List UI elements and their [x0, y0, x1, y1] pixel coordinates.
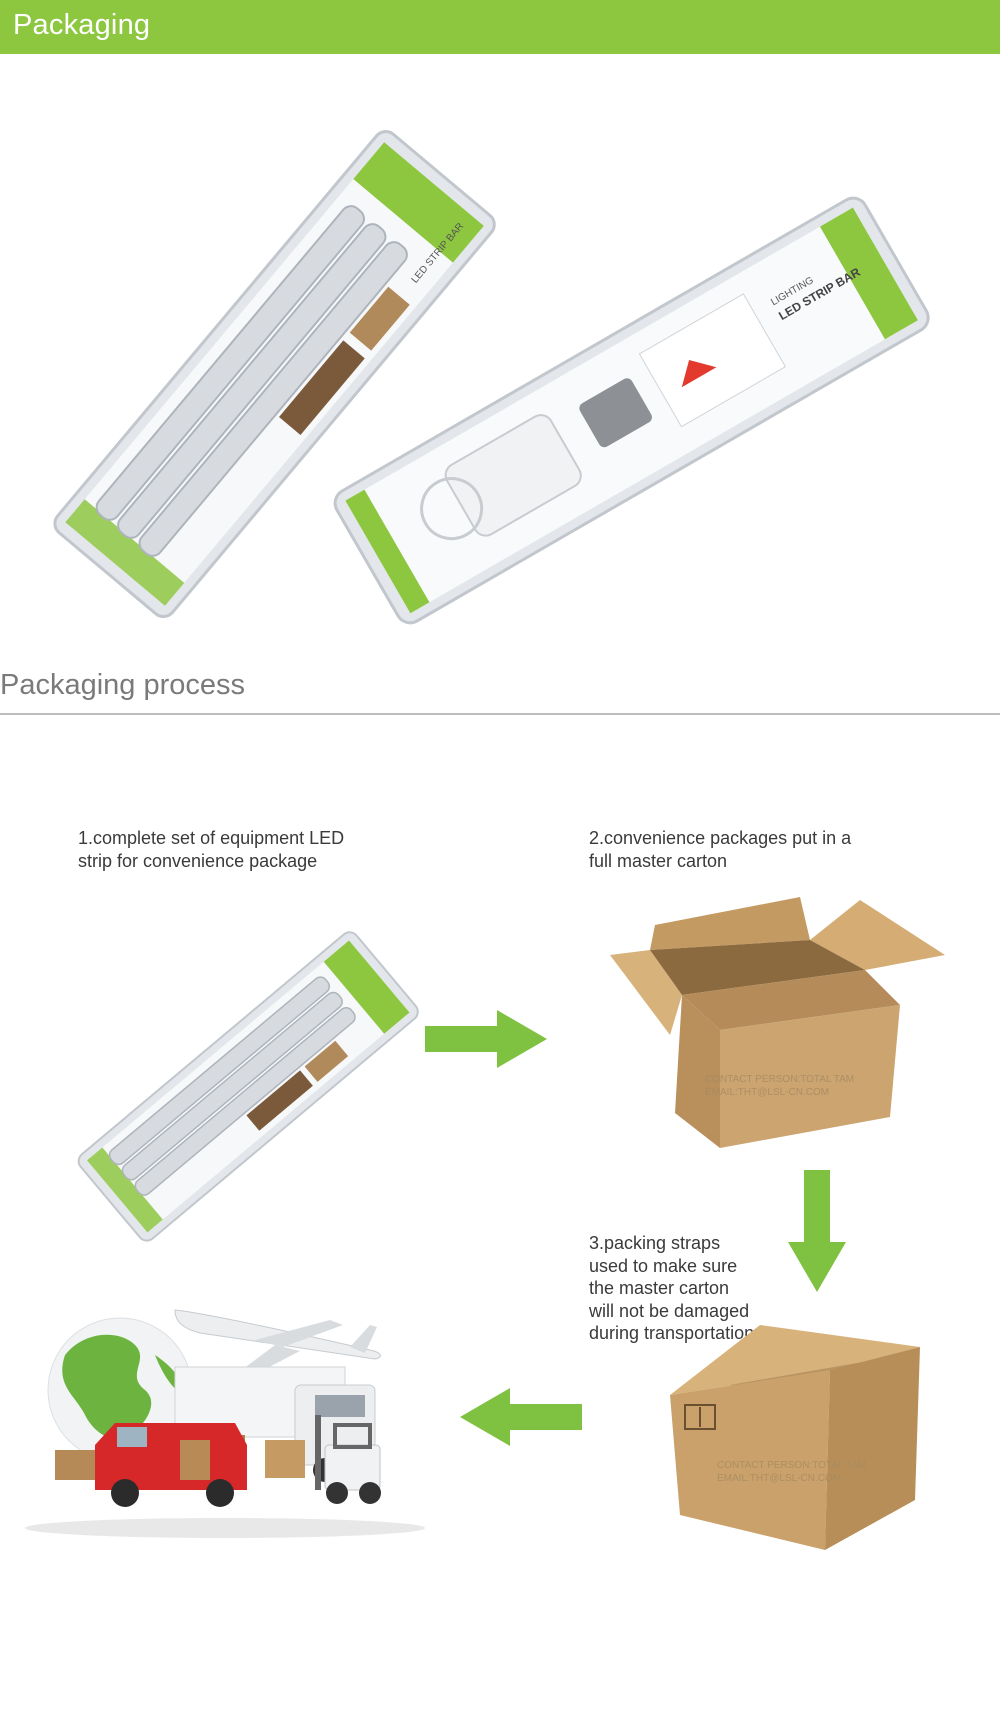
open-carton-mark-line: EMAIL:THT@LSL-CN.COM [705, 1087, 829, 1098]
step-3-caption: 3.packing straps used to make sure the m… [589, 1232, 754, 1345]
step-2-caption-line: 2.convenience packages put in a [589, 828, 852, 848]
step-2-caption: 2.convenience packages put in a full mas… [589, 827, 851, 872]
closed-carton-mark-line: CONTACT PERSON:TOTAL TAM [717, 1460, 866, 1471]
step-3-caption-line: 3.packing straps [589, 1233, 721, 1253]
step-3-caption-line: used to make sure [589, 1255, 738, 1276]
logistics-image [25, 1309, 425, 1538]
open-carton-image: CONTACT PERSON:TOTAL TAM EMAIL:THT@LSL-C… [610, 897, 945, 1148]
arrow-right-icon [425, 1010, 547, 1068]
section-title: Packaging process [0, 669, 246, 701]
step-1-caption-line: strip for convenience package [78, 850, 318, 871]
step-3-caption-line: during transportation [589, 1323, 755, 1343]
step-2-caption-line: full master carton [589, 850, 728, 871]
header-banner: Packaging [0, 0, 1000, 54]
led-bar-blister-pack-image: LED STRIP BAR [53, 130, 496, 619]
van-icon [95, 1423, 247, 1507]
arrow-left-icon [460, 1388, 582, 1446]
page-title: Packaging [13, 9, 151, 41]
section-divider [0, 713, 1000, 715]
closed-carton-image: CONTACT PERSON:TOTAL TAM EMAIL:THT@LSL-C… [670, 1325, 920, 1550]
closed-carton-mark-line: EMAIL:THT@LSL-CN.COM [717, 1473, 841, 1484]
step-3-caption-line: the master carton [589, 1278, 730, 1298]
step-1-pack-image [77, 931, 419, 1242]
step-3-caption-line: will not be damaged [589, 1300, 750, 1321]
forklift-icon [315, 1415, 381, 1504]
step-1-caption: 1.complete set of equipment LED strip fo… [78, 827, 344, 872]
arrow-down-icon [788, 1170, 846, 1292]
open-carton-mark-line: CONTACT PERSON:TOTAL TAM [705, 1074, 854, 1085]
driver-blister-pack-image: LIGHTING LED STRIP BAR [333, 196, 930, 625]
step-1-caption-line: 1.complete set of equipment LED [78, 828, 345, 848]
